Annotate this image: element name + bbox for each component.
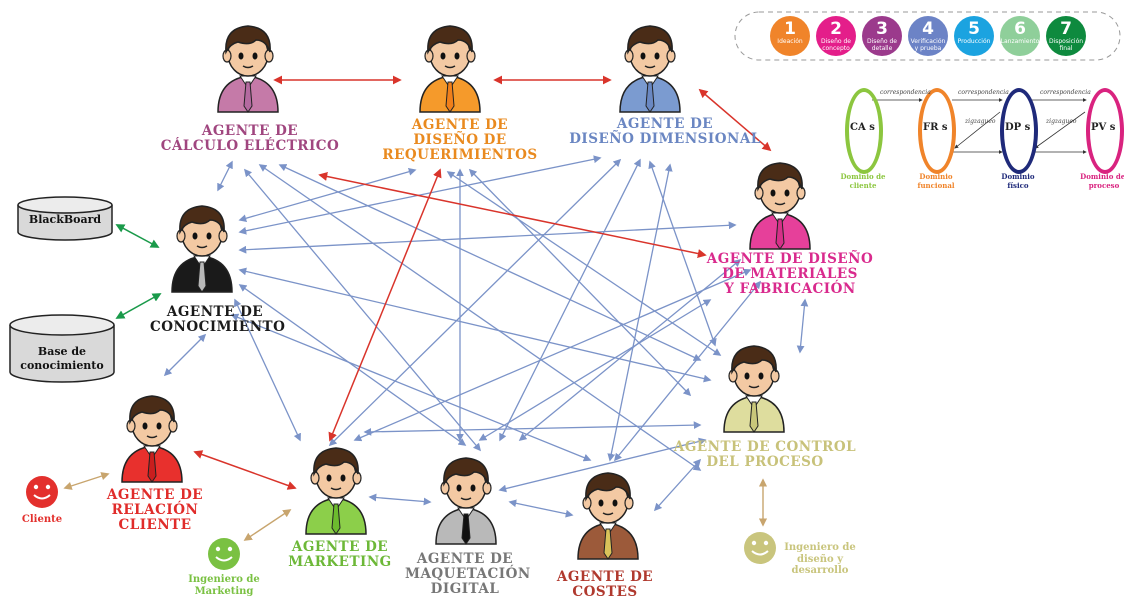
- knowledge-base-database: [9, 314, 115, 383]
- agent-relacion-figure: [114, 388, 190, 484]
- agent-calculo-figure: [210, 18, 286, 114]
- label-maquetacion: AGENTE DE MAQUETACIÓN DIGITAL: [405, 551, 531, 598]
- domain-name: Dominio del proceso: [1080, 172, 1124, 190]
- agent-requerimientos-figure: [412, 18, 488, 114]
- label-dimensional: AGENTE DE DISEÑO DIMENSIONAL: [569, 116, 761, 148]
- mapping-label-1: correspondencia: [880, 89, 931, 96]
- label-marketing: AGENTE DE MARKETING: [288, 539, 392, 571]
- label-requerimientos: AGENTE DE DISEÑO DE REQUERIMIENTOS: [382, 117, 538, 164]
- agent-materiales-figure: [742, 155, 818, 251]
- phase-label: Lanzamiento: [1000, 38, 1040, 45]
- red-connection-arrows: [193, 75, 772, 490]
- phase-label: Ideación: [777, 38, 803, 45]
- label-conocimiento: AGENTE DE CONOCIMIENTO: [150, 304, 286, 336]
- agent-costes-figure: [570, 465, 646, 561]
- phase-number: 1: [784, 19, 796, 39]
- phase-number: 5: [968, 19, 980, 39]
- phase-label: Disposición final: [1048, 38, 1084, 52]
- phase-bar: [734, 11, 1121, 61]
- phase-label: Diseño de detalle: [867, 38, 897, 52]
- domain-ellipse-1: [845, 88, 883, 174]
- phase-number: 6: [1014, 19, 1026, 39]
- marketing-engineer-smiley-icon: [208, 538, 240, 570]
- phase-label: Diseño de concepto: [821, 38, 851, 52]
- domain-ellipse-3: [1000, 88, 1038, 174]
- domain-abbr: PV s: [1091, 122, 1116, 133]
- label-control: AGENTE DE CONTROL DEL PROCESO: [673, 439, 857, 471]
- domain-abbr: DP s: [1005, 122, 1031, 133]
- design-engineer-label: Ingeniero de diseño y desarrollo: [784, 542, 856, 576]
- domain-mapping-arrows: [872, 98, 1087, 154]
- human-interaction-arrows: [63, 472, 768, 541]
- phase-label: Verificación y prueba: [910, 38, 946, 52]
- agent-conocimiento-figure: [164, 198, 240, 294]
- agent-dimensional-figure: [612, 18, 688, 114]
- domain-name: Dominio físico: [1001, 172, 1035, 190]
- domain-name: Dominio funcional: [917, 172, 955, 190]
- domain-abbr: CA s: [850, 122, 875, 133]
- mapping-label-3: correspondencia: [1040, 89, 1091, 96]
- phase-number: 2: [830, 19, 842, 39]
- label-calculo: AGENTE DE CÁLCULO ELÉCTRICO: [160, 123, 340, 155]
- marketing-engineer-label: Ingeniero de Marketing: [188, 574, 260, 597]
- agent-control-figure: [716, 338, 792, 434]
- agent-marketing-figure: [298, 440, 374, 536]
- agent-maquetacion-figure: [428, 450, 504, 546]
- domain-ellipse-2: [918, 88, 956, 174]
- blackboard-database: [17, 196, 113, 241]
- client-smiley-icon: [26, 476, 58, 508]
- design-engineer-smiley-icon: [744, 532, 776, 564]
- label-costes: AGENTE DE COSTES: [556, 569, 654, 601]
- domain-ellipse-4: [1086, 88, 1124, 174]
- phase-label: Producción: [957, 38, 991, 45]
- green-database-arrows: [115, 224, 162, 319]
- client-label: Cliente: [21, 514, 63, 525]
- label-relacion: AGENTE DE RELACIÓN CLIENTE: [106, 487, 204, 534]
- blackboard-label: BlackBoard: [28, 213, 102, 226]
- domain-abbr: FR s: [923, 122, 948, 133]
- domain-name: Dominio de cliente: [840, 172, 886, 190]
- label-materiales: AGENTE DE DISEÑO DE MATERIALES Y FABRICA…: [706, 251, 874, 298]
- zigzag-label-1: zigzagueo: [965, 118, 996, 125]
- zigzag-label-2: zigzagueo: [1046, 118, 1077, 125]
- phase-number: 4: [922, 19, 934, 39]
- mapping-label-2: correspondencia: [958, 89, 1009, 96]
- phase-number: 3: [876, 19, 888, 39]
- phase-number: 7: [1060, 19, 1072, 39]
- knowledge-base-label: Base de conocimiento: [20, 345, 104, 372]
